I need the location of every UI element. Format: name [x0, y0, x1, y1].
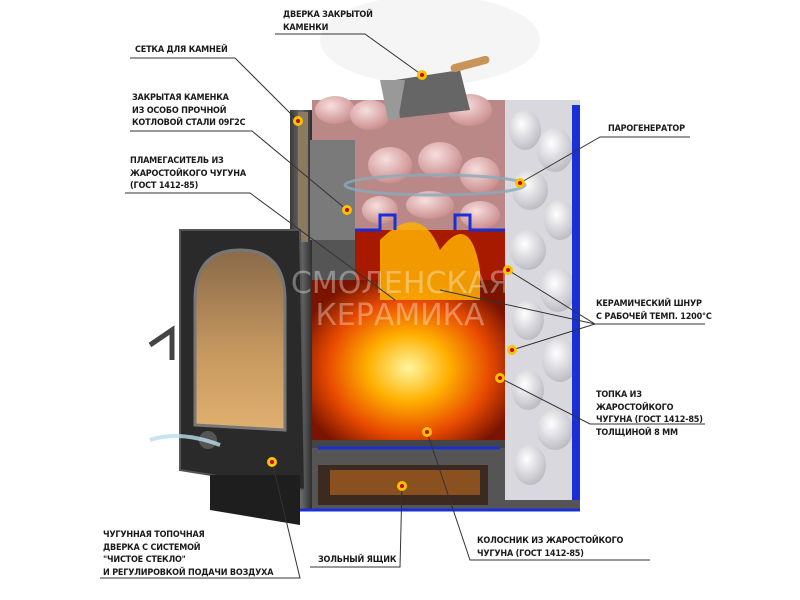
- steam-valve: [380, 80, 405, 120]
- door-glass: [193, 248, 287, 432]
- callout-markers: [267, 70, 525, 491]
- label-stone-mesh: СЕТКА ДЛЯ КАМНЕЙ: [135, 45, 228, 55]
- label-steam-generator: ПАРОГЕНЕРАТОР: [608, 124, 685, 134]
- watermark: КЕРАМИКА: [315, 298, 484, 333]
- door-handle: [148, 325, 175, 360]
- stone-door: [395, 70, 470, 118]
- label-ash-box: ЗОЛЬНЫЙ ЯЩИК: [318, 555, 397, 565]
- grate: [312, 440, 505, 448]
- watermark: СМОЛЕНСКАЯ: [291, 266, 509, 301]
- stone-mesh: [298, 112, 308, 242]
- ceramic-cord-seal: [572, 105, 580, 500]
- fire: [312, 280, 505, 440]
- leader-lines: [100, 33, 705, 579]
